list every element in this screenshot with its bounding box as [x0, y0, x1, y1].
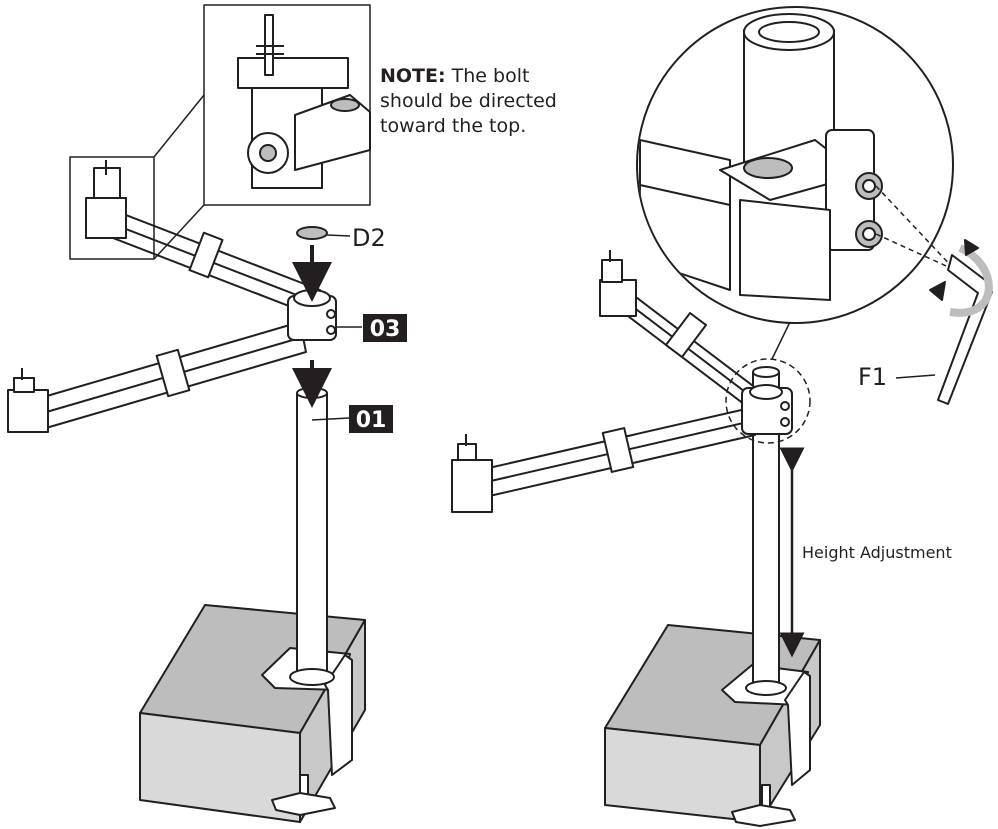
left-upper-arm: [85, 160, 321, 319]
left-joint: [287, 289, 337, 341]
left-assembly: [7, 4, 371, 823]
left-lower-arm: [7, 321, 307, 433]
arm-part-label: 03: [370, 317, 401, 342]
rotation-arrow-icon: [949, 244, 993, 317]
right-lower-arm: [451, 407, 756, 513]
washer-icon: [296, 226, 328, 240]
right-desk: [604, 624, 821, 823]
height-adjustment-label: Height Adjustment: [802, 543, 952, 562]
right-joint: [741, 384, 793, 435]
pole-part-badge: [349, 405, 393, 433]
right-assembly: [451, 6, 993, 827]
arm-part-badge: [363, 314, 407, 342]
washer-label: D2: [352, 224, 386, 252]
magnified-view: [636, 6, 954, 324]
note-body: The bolt should be directed toward the t…: [380, 65, 557, 137]
note-heading: NOTE:: [380, 65, 446, 87]
wrench-label: F1: [858, 363, 887, 391]
pole-part-label: 01: [356, 408, 387, 433]
left-pole: [289, 387, 335, 686]
left-inset: [69, 4, 371, 260]
joint-highlight: [725, 358, 811, 444]
note-text: NOTE: The bolt should be directed toward…: [380, 64, 580, 139]
